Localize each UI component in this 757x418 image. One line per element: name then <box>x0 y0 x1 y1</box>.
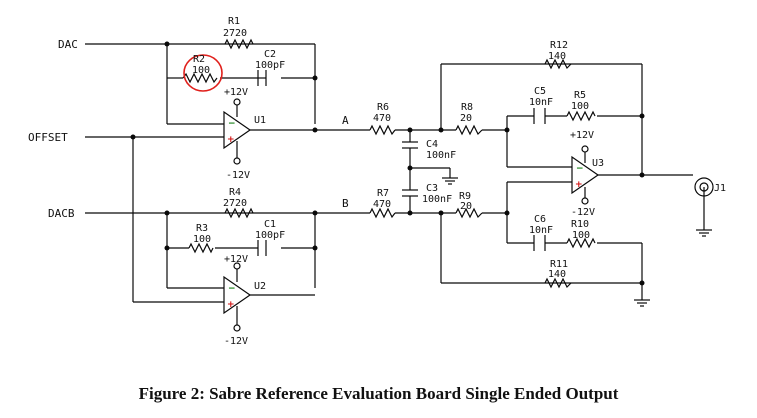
opamp-u1: − + <box>223 98 252 165</box>
c2-value: 100pF <box>255 60 285 71</box>
c6-value: 10nF <box>529 225 553 236</box>
r6-value: 470 <box>373 113 391 124</box>
j1-ref: J1 <box>714 183 726 194</box>
ground-symbol-feedback <box>634 299 650 307</box>
c5-ref: C5 <box>534 86 546 97</box>
r2-ref: R2 <box>193 54 205 65</box>
svg-text:−: − <box>228 284 236 294</box>
c6-ref: C6 <box>534 214 546 225</box>
u1-ref: U1 <box>254 115 266 126</box>
u3-ref: U3 <box>592 158 604 169</box>
resistor-r7 <box>369 207 396 219</box>
r1-value: 2720 <box>223 28 247 39</box>
resistor-r11 <box>544 277 572 289</box>
r9-ref: R9 <box>459 191 471 202</box>
svg-text:−: − <box>576 164 584 174</box>
r7-ref: R7 <box>377 188 389 199</box>
net-label-dac: DAC <box>58 38 78 51</box>
r10-ref: R10 <box>571 219 589 230</box>
u1-neg-supply: -12V <box>226 170 250 181</box>
wires-u1-stage <box>85 43 370 131</box>
capacitor-c5 <box>533 108 546 124</box>
r8-value: 20 <box>460 113 472 124</box>
capacitor-c4 <box>402 141 418 149</box>
r3-ref: R3 <box>196 223 208 234</box>
capacitor-c6 <box>533 235 546 251</box>
net-label-offset: OFFSET <box>28 131 68 144</box>
svg-text:−: − <box>228 119 236 129</box>
opamp-u2: − + <box>223 262 252 332</box>
r5-ref: R5 <box>574 90 586 101</box>
r1-ref: R1 <box>228 16 240 27</box>
svg-text:+: + <box>227 300 235 310</box>
resistor-r1 <box>224 38 254 50</box>
figure-caption: Figure 2: Sabre Reference Evaluation Boa… <box>138 384 619 403</box>
net-label-a: A <box>342 114 349 127</box>
r4-value: 2720 <box>223 198 247 209</box>
r11-value: 140 <box>548 269 566 280</box>
r8-ref: R8 <box>461 102 473 113</box>
resistor-r10 <box>566 237 596 249</box>
u3-neg-supply: -12V <box>571 207 595 218</box>
ground-symbol-output <box>696 229 712 237</box>
r4-ref: R4 <box>229 187 241 198</box>
resistor-r6 <box>369 124 396 136</box>
svg-text:+: + <box>227 135 235 145</box>
u2-neg-supply: -12V <box>224 336 248 347</box>
junction-dots <box>130 41 645 286</box>
net-label-dacb: DACB <box>48 207 75 220</box>
r2-value: 100 <box>192 65 210 76</box>
c1-value: 100pF <box>255 230 285 241</box>
net-label-b: B <box>342 197 349 210</box>
c5-value: 10nF <box>529 97 553 108</box>
resistor-r4 <box>224 207 254 219</box>
u2-pos-supply: +12V <box>224 254 248 265</box>
c3-value: 100nF <box>422 194 452 205</box>
r12-ref: R12 <box>550 40 568 51</box>
c4-ref: C4 <box>426 139 438 150</box>
r12-value: 140 <box>548 51 566 62</box>
resistor-r8 <box>455 124 483 136</box>
capacitor-c2 <box>257 70 267 86</box>
bnc-connector-j1 <box>694 177 714 197</box>
capacitor-c1 <box>257 240 267 256</box>
r6-ref: R6 <box>377 102 389 113</box>
u3-pos-supply: +12V <box>570 130 594 141</box>
c3-ref: C3 <box>426 183 438 194</box>
c2-ref: C2 <box>264 49 276 60</box>
resistor-r9 <box>455 207 483 219</box>
r11-ref: R11 <box>550 259 568 270</box>
resistor-r2 <box>182 72 218 84</box>
r3-value: 100 <box>193 234 211 245</box>
c1-ref: C1 <box>264 219 276 230</box>
wires-offset-bus <box>85 136 224 303</box>
r9-value: 20 <box>460 201 472 212</box>
ground-symbol-filter <box>442 177 458 185</box>
svg-text:+: + <box>575 180 583 190</box>
capacitor-c3 <box>402 189 418 197</box>
resistor-r5 <box>566 110 596 122</box>
opamp-u3: − + <box>571 145 600 205</box>
r10-value: 100 <box>572 230 590 241</box>
c4-value: 100nF <box>426 150 456 161</box>
r2-highlight-circle <box>183 54 223 92</box>
resistor-r12 <box>544 58 572 70</box>
circuit-schematic: − + − + <box>28 16 726 347</box>
r5-value: 100 <box>571 101 589 112</box>
u2-ref: U2 <box>254 281 266 292</box>
resistor-r3 <box>188 242 214 254</box>
u1-pos-supply: +12V <box>224 87 248 98</box>
r7-value: 470 <box>373 199 391 210</box>
